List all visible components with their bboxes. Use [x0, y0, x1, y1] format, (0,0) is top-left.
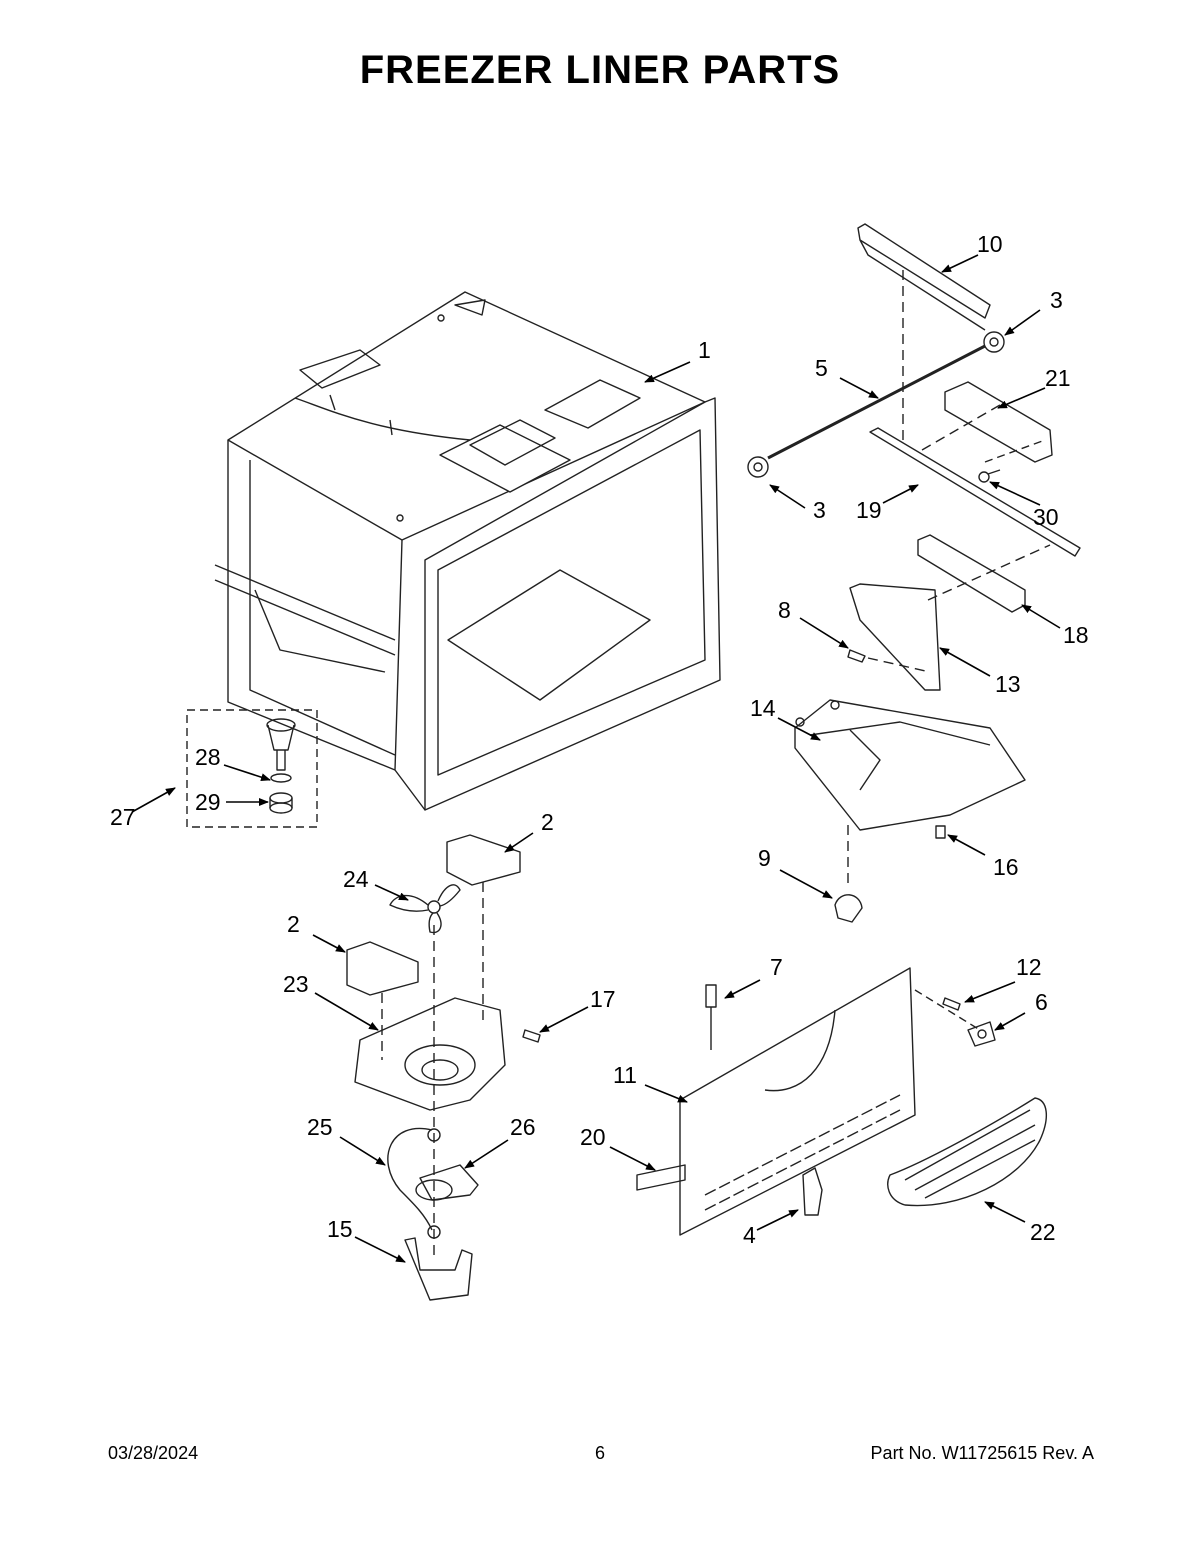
part-9-damper [834, 894, 863, 923]
part-3-gear-bottom [747, 456, 769, 478]
part-16-clip [935, 825, 946, 839]
callout-2-top: 2 [541, 809, 554, 835]
callout-12: 12 [1016, 954, 1042, 980]
part-25-wire-harness [387, 1127, 433, 1231]
callout-30: 30 [1033, 504, 1059, 530]
part-14-housing [794, 699, 1026, 831]
freezer-liner [214, 291, 721, 811]
part-28-drain-assembly [266, 718, 296, 783]
part-26-motor [415, 1164, 479, 1201]
callout-18: 18 [1063, 622, 1089, 648]
footer-part-number: Part No. W11725615 Rev. A [870, 1443, 1094, 1463]
part-30-screw [978, 469, 1001, 483]
callout-6: 6 [1035, 989, 1048, 1015]
callout-16: 16 [993, 854, 1019, 880]
callout-9: 9 [758, 845, 771, 871]
callout-14: 14 [750, 695, 776, 721]
part-23-fan-housing [354, 997, 506, 1111]
callout-28: 28 [195, 744, 221, 770]
part-10-rail [857, 223, 991, 331]
part-15-motor-bracket [404, 1237, 473, 1301]
callout-7: 7 [770, 954, 783, 980]
part-22-grille [887, 1097, 1047, 1207]
callout-19: 19 [856, 497, 882, 523]
part-6-thermostat [967, 1021, 996, 1047]
part-2-pad-left [346, 941, 419, 996]
callout-21: 21 [1045, 365, 1071, 391]
part-18-bracket [917, 534, 1026, 613]
part-3-gear-top [983, 331, 1005, 353]
part-2-pad-top [446, 834, 521, 886]
callout-3-top: 3 [1050, 287, 1063, 313]
part-20-insulation-strip [636, 1164, 686, 1191]
part-5-shaft [767, 344, 986, 460]
callout-8: 8 [778, 597, 791, 623]
callout-22: 22 [1030, 1219, 1056, 1245]
callout-17: 17 [590, 986, 616, 1012]
part-11-cover [679, 967, 916, 1236]
callout-23: 23 [283, 971, 309, 997]
part-27-kit-box [186, 709, 318, 828]
page-title: FREEZER LINER PARTS [359, 48, 841, 92]
callout-20: 20 [580, 1124, 606, 1150]
callout-10: 10 [977, 231, 1003, 257]
part-21-bracket [944, 381, 1053, 463]
footer-page-number: 6 [594, 1443, 605, 1463]
callout-4: 4 [743, 1222, 756, 1248]
callout-2-left: 2 [287, 911, 300, 937]
callout-15: 15 [327, 1216, 353, 1242]
callout-25: 25 [307, 1114, 333, 1140]
part-29-plug [269, 792, 293, 814]
callout-13: 13 [995, 671, 1021, 697]
part-17-screw [522, 1029, 541, 1043]
callout-5: 5 [815, 355, 828, 381]
callout-29: 29 [195, 789, 221, 815]
part-4-clip [802, 1167, 823, 1216]
part-8-screw [847, 649, 866, 663]
part-24-fan-blade [389, 884, 461, 934]
callout-27: 27 [110, 804, 136, 830]
callout-1: 1 [698, 337, 711, 363]
callout-11: 11 [613, 1062, 637, 1088]
footer-date: 03/28/2024 [108, 1443, 199, 1463]
part-12-screw [942, 997, 961, 1011]
callout-26: 26 [510, 1114, 536, 1140]
callout-3-bottom: 3 [813, 497, 826, 523]
callout-24: 24 [343, 866, 369, 892]
part-13-bracket [849, 583, 941, 691]
part-7-sensor [705, 984, 717, 1050]
part-19-slide-rail [869, 427, 1081, 557]
